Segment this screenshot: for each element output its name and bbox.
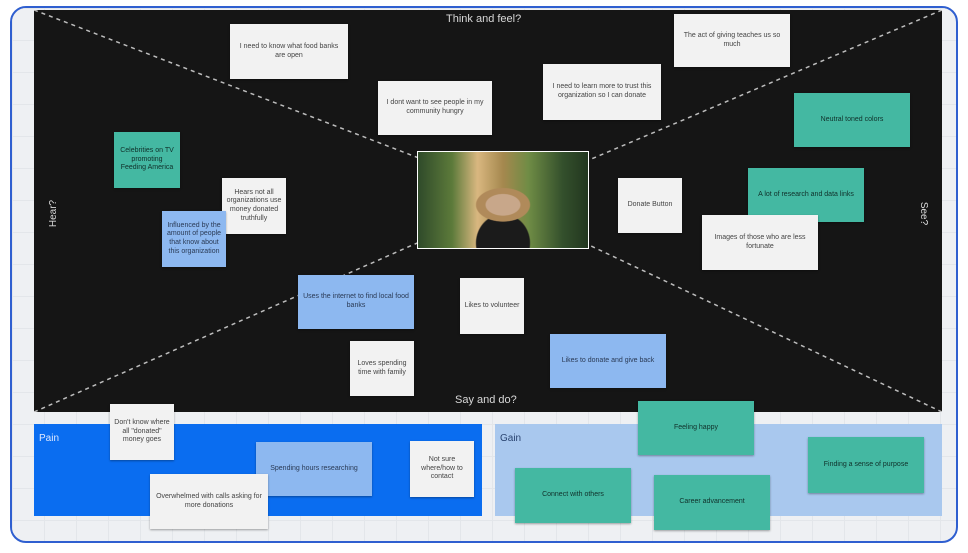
sticky-note[interactable]: The act of giving teaches us so much bbox=[674, 14, 790, 67]
sticky-note[interactable]: Neutral toned colors bbox=[794, 93, 910, 147]
empathy-map-diagonals bbox=[34, 10, 942, 412]
sticky-note[interactable]: I dont want to see people in my communit… bbox=[378, 81, 492, 135]
sticky-note[interactable]: Uses the internet to find local food ban… bbox=[298, 275, 414, 329]
hear-label: Hear? bbox=[48, 199, 60, 228]
sticky-note[interactable]: Likes to volunteer bbox=[460, 278, 524, 334]
sticky-note[interactable]: Celebrities on TV promoting Feeding Amer… bbox=[114, 132, 180, 188]
sticky-note[interactable]: I need to know what food banks are open bbox=[230, 24, 348, 79]
sticky-note[interactable]: Hears not all organizations use money do… bbox=[222, 178, 286, 234]
see-label: See? bbox=[918, 201, 930, 226]
gain-label: Gain bbox=[500, 433, 522, 444]
sticky-note[interactable]: Don't know where all "donated" money goe… bbox=[110, 404, 174, 460]
sticky-note[interactable]: Influenced by the amount of people that … bbox=[162, 211, 226, 267]
sticky-note[interactable]: Images of those who are less fortunate bbox=[702, 215, 818, 270]
sticky-note[interactable]: Donate Button bbox=[618, 178, 682, 233]
persona-photo[interactable] bbox=[417, 151, 589, 249]
sticky-note[interactable]: Career advancement bbox=[654, 475, 770, 530]
sticky-note[interactable]: I need to learn more to trust this organ… bbox=[543, 64, 661, 120]
sticky-note[interactable]: Finding a sense of purpose bbox=[808, 437, 924, 493]
sticky-note[interactable]: Overwhelmed with calls asking for more d… bbox=[150, 474, 268, 529]
say-and-do-label: Say and do? bbox=[455, 394, 517, 406]
sticky-note[interactable]: Spending hours researching bbox=[256, 442, 372, 496]
sticky-note[interactable]: Not sure where/how to contact bbox=[410, 441, 474, 497]
sticky-note[interactable]: Likes to donate and give back bbox=[550, 334, 666, 388]
sticky-note[interactable]: Connect with others bbox=[515, 468, 631, 523]
sticky-note[interactable]: A lot of research and data links bbox=[748, 168, 864, 222]
whiteboard-frame: Think and feel? Say and do? Hear? See? I… bbox=[10, 6, 958, 543]
sticky-note[interactable]: Loves spending time with family bbox=[350, 341, 414, 396]
pain-label: Pain bbox=[39, 433, 60, 444]
sticky-note[interactable]: Feeling happy bbox=[638, 401, 754, 455]
think-and-feel-label: Think and feel? bbox=[446, 13, 522, 25]
